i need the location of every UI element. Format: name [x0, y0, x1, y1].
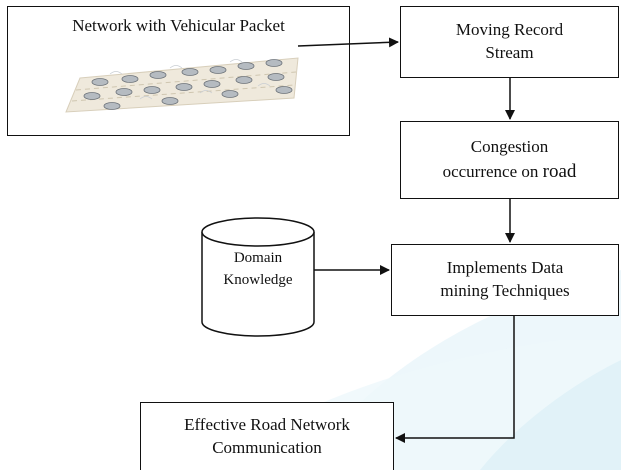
data-mining-line1: Implements Data: [446, 258, 564, 278]
moving-record-box: Moving Record Stream: [400, 6, 619, 78]
car-icons: [83, 59, 293, 110]
data-mining-line2: mining Techniques: [440, 281, 570, 300]
network-box-title: Network with Vehicular Packet: [72, 16, 285, 35]
congestion-line2-road: road: [542, 160, 577, 182]
domain-label-line1: Domain: [233, 250, 283, 266]
congestion-line1: Congestion: [470, 136, 549, 156]
data-mining-box: Implements Data mining Techniques: [391, 244, 619, 316]
effective-line2: Communication: [212, 438, 322, 457]
arrow-mining-to-effective: [395, 316, 515, 443]
effective-line1: Effective Road Network: [184, 415, 350, 435]
signal-waves: [109, 59, 271, 100]
moving-record-line2: Stream: [485, 43, 534, 62]
congestion-box: Congestion occurrence on road: [400, 121, 619, 199]
congestion-line2: occurrence on road: [443, 159, 577, 185]
database-icon: [201, 217, 315, 337]
effective-communication-box: Effective Road Network Communication: [140, 402, 394, 470]
domain-label-line2: Knowledge: [223, 272, 293, 288]
arrow-network-to-moving: [297, 37, 399, 48]
congestion-line2-text: occurrence on: [442, 161, 543, 181]
moving-record-line1: Moving Record: [455, 20, 564, 40]
